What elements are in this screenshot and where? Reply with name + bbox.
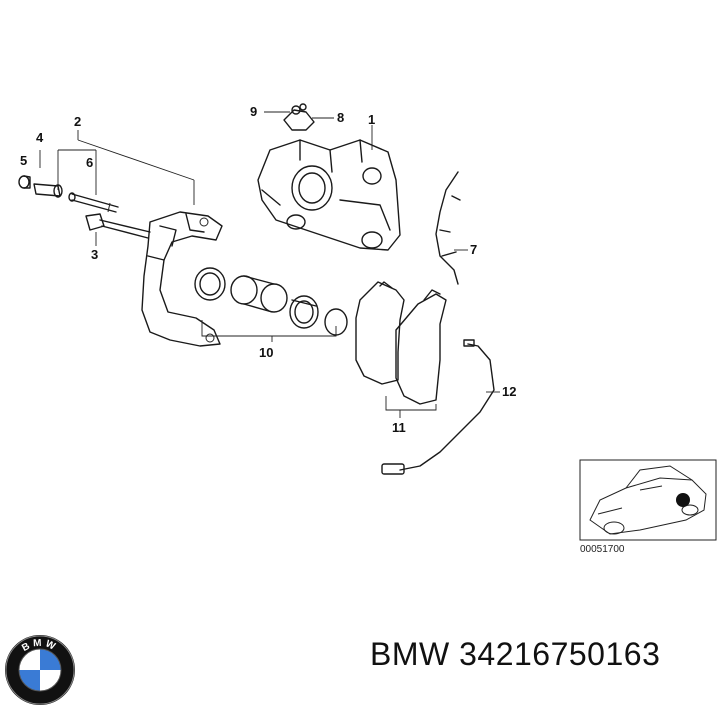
caliper-bolt xyxy=(85,213,151,239)
callout-1: 1 xyxy=(368,112,375,127)
callout-7: 7 xyxy=(470,242,477,257)
part-caption: BMW 34216750163 xyxy=(370,636,660,673)
callout-3: 3 xyxy=(91,247,98,262)
callout-8: 8 xyxy=(337,110,344,125)
dust-cap xyxy=(18,175,31,189)
callout-5: 5 xyxy=(20,153,27,168)
caliper-carrier xyxy=(141,211,223,347)
brake-pad-inner xyxy=(355,281,405,385)
vehicle-location-inset xyxy=(579,459,717,541)
piston-seal-ring xyxy=(194,267,226,301)
svg-text:BMW: BMW xyxy=(20,638,59,654)
bleeder-clip xyxy=(283,103,315,131)
caption-part-number: 34216750163 xyxy=(459,636,661,672)
bmw-roundel-icon: BMW xyxy=(5,635,75,705)
callout-2: 2 xyxy=(74,114,81,129)
callout-12: 12 xyxy=(502,384,516,399)
piston-boot xyxy=(289,295,319,329)
callout-10: 10 xyxy=(259,345,273,360)
anti-rattle-spring xyxy=(435,171,461,285)
caliper-housing xyxy=(257,139,401,251)
location-marker-icon xyxy=(676,493,690,507)
callout-9: 9 xyxy=(250,104,257,119)
caption-brand: BMW xyxy=(370,636,450,672)
inset-code: 00051700 xyxy=(580,544,625,555)
guide-bushing xyxy=(33,183,63,198)
brake-pad-outer xyxy=(395,289,447,405)
guide-pin xyxy=(68,192,119,213)
callout-6: 6 xyxy=(86,155,93,170)
piston xyxy=(230,275,288,313)
callout-11: 11 xyxy=(392,420,406,435)
brake-wear-sensor xyxy=(381,339,495,475)
callout-4: 4 xyxy=(36,130,44,145)
logo-letters: BMW xyxy=(20,638,56,654)
